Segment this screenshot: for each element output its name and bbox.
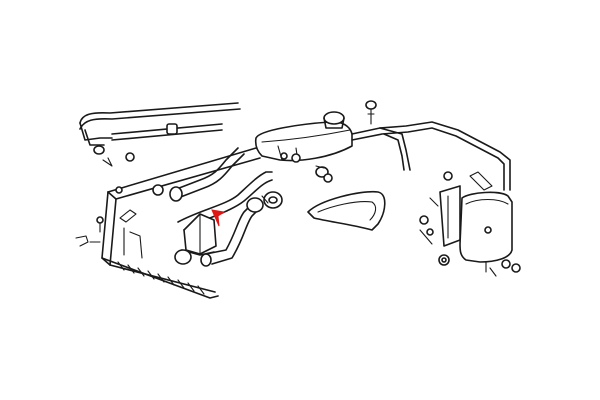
upper-left-hose-pipe [79, 102, 241, 146]
heat-shield [307, 190, 386, 231]
expansion-tank [254, 121, 353, 163]
radiator-main-hose [177, 171, 273, 265]
tank-bottom-fittings [315, 165, 333, 183]
radiator-upper-hose [169, 147, 245, 202]
radiator-lower-hose [174, 249, 215, 267]
right-pipe-assembly [351, 121, 511, 191]
overflow-bottle [183, 213, 217, 255]
bolt-top [365, 100, 377, 125]
washer-reservoir [459, 191, 521, 277]
tank-cap [323, 111, 345, 129]
hose-clamps [246, 191, 283, 213]
mounting-bracket [419, 171, 461, 266]
radiator [101, 147, 266, 299]
red-indicator-arrow [211, 209, 226, 227]
left-small-fittings [75, 145, 135, 247]
